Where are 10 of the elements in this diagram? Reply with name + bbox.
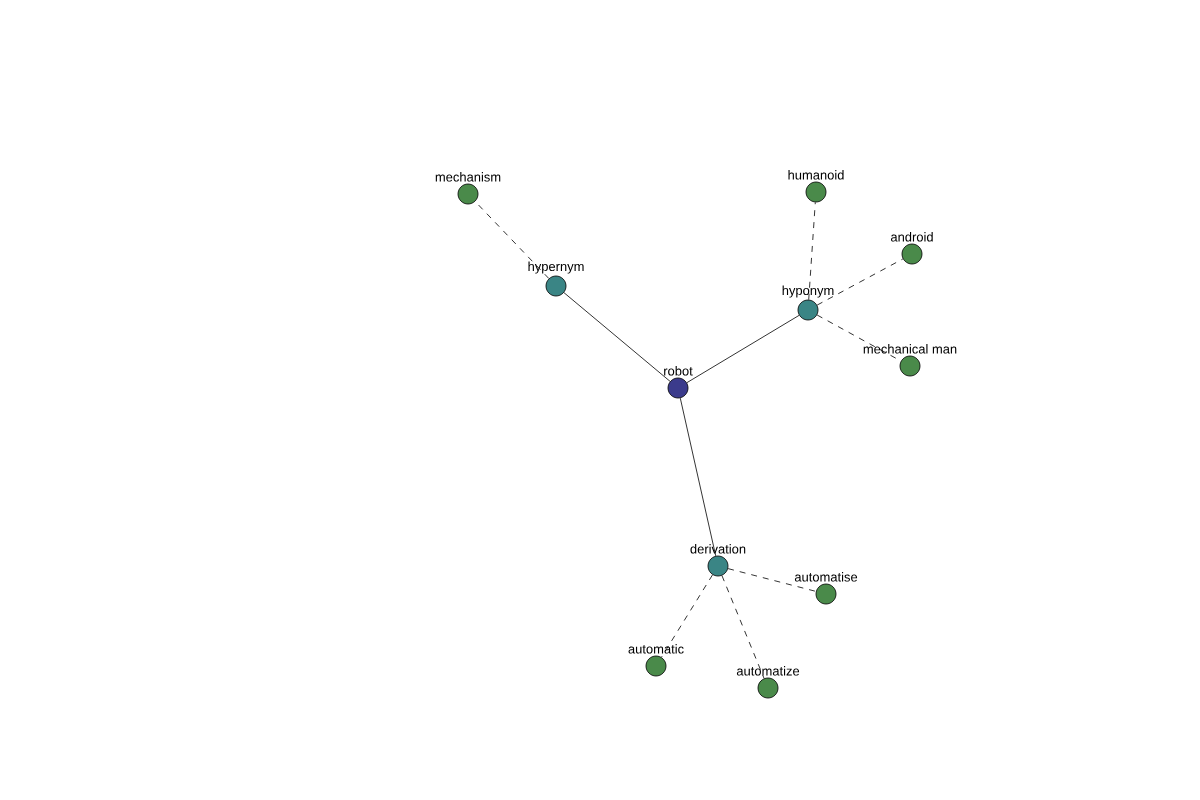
dashed-line bbox=[808, 202, 816, 301]
dashed-line bbox=[816, 314, 902, 362]
dashed-line bbox=[816, 258, 904, 306]
dashed-line bbox=[661, 574, 713, 658]
dashed-line bbox=[721, 575, 765, 679]
dashed-line bbox=[727, 568, 817, 592]
line bbox=[686, 314, 800, 384]
dashed-line bbox=[474, 201, 550, 279]
line bbox=[679, 397, 717, 557]
line bbox=[563, 292, 671, 382]
